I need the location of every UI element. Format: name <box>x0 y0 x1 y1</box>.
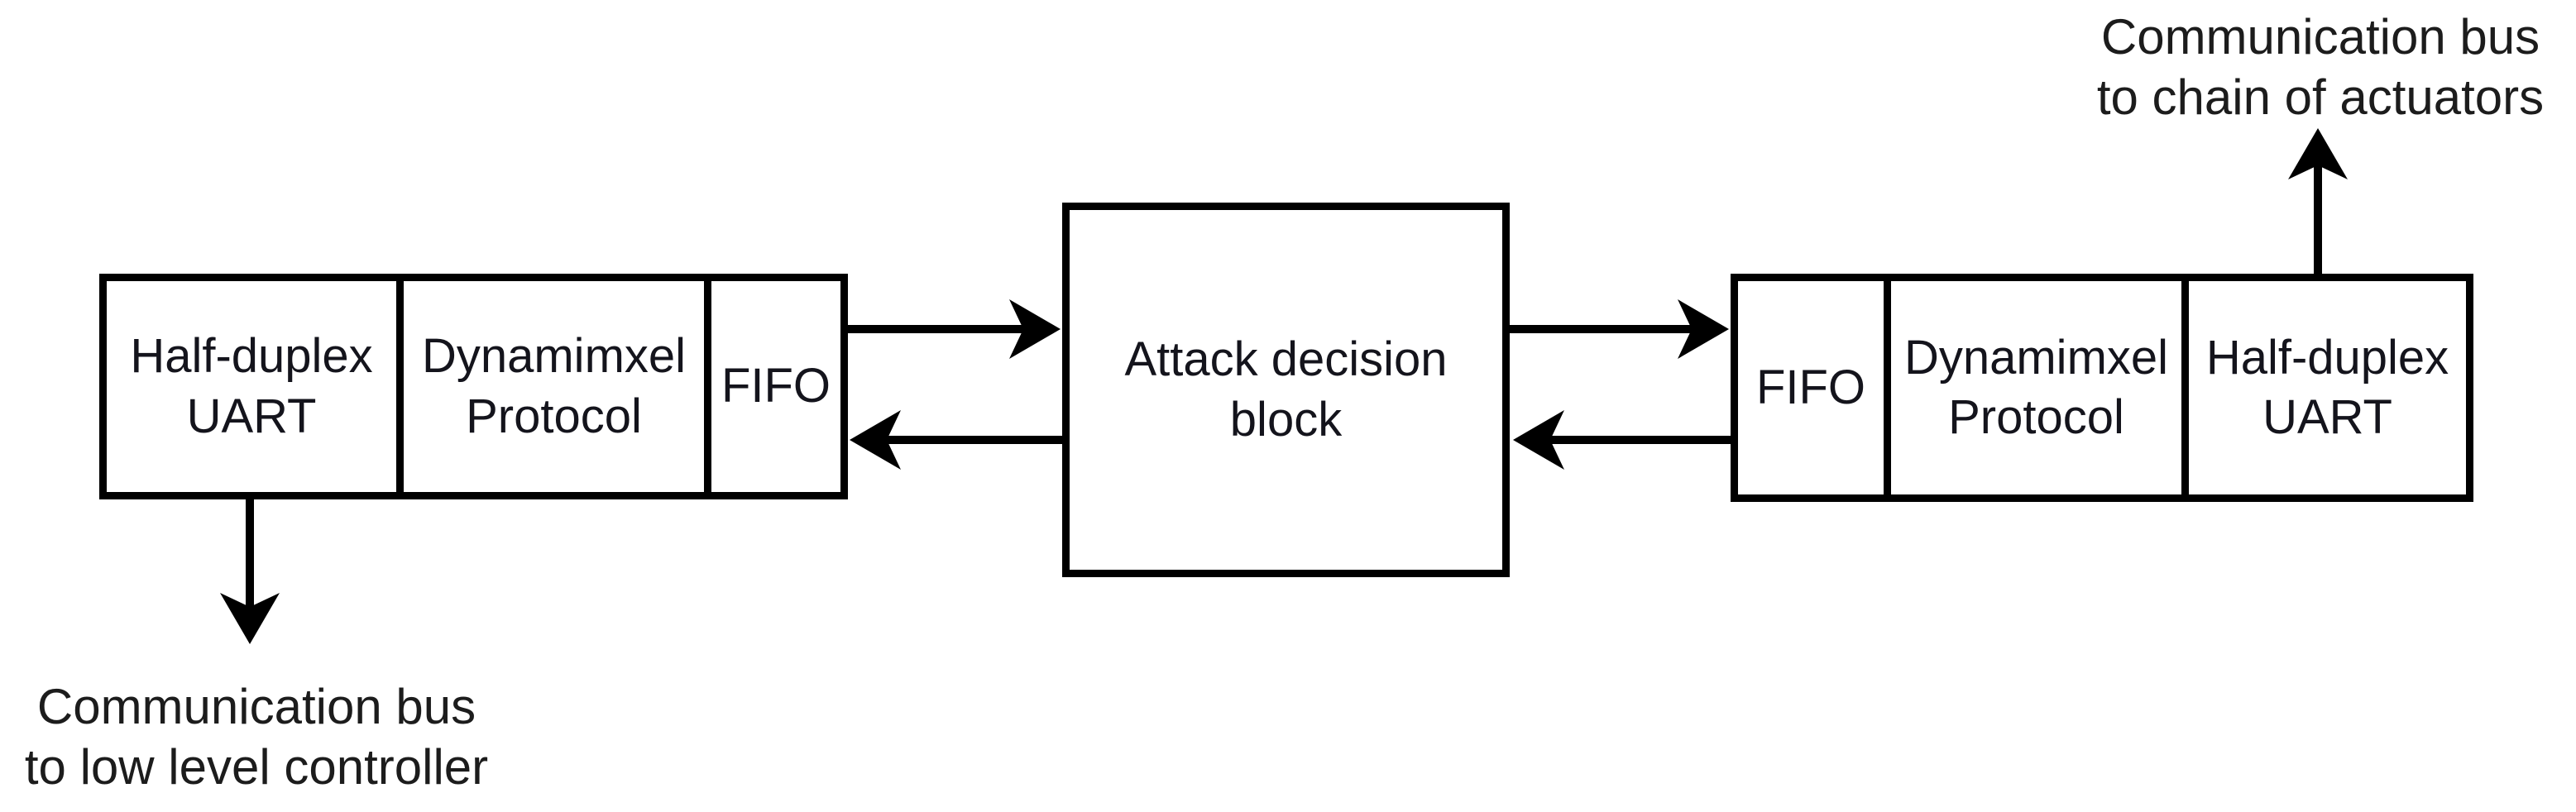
arrow-down-to-low-level-bus <box>220 496 280 644</box>
left-pipeline-group: Half-duplex UART Dynamimxel Protocol FIF… <box>99 274 848 499</box>
block-right-dynamimxel-protocol: Dynamimxel Protocol <box>1884 281 2181 494</box>
arrow-center-to-right <box>1510 299 1729 359</box>
block-left-dynamimxel-protocol-label: Dynamimxel Protocol <box>421 329 687 443</box>
block-left-fifo: FIFO <box>704 281 840 492</box>
block-left-half-duplex-uart-label: Half-duplex UART <box>130 329 373 443</box>
label-communication-bus-chain-of-actuators: Communication bus to chain of actuators <box>2096 9 2545 126</box>
block-right-half-duplex-uart: Half-duplex UART <box>2181 281 2466 494</box>
block-left-fifo-label: FIFO <box>721 359 831 413</box>
arrow-right-to-center <box>1513 410 1731 470</box>
block-left-dynamimxel-protocol: Dynamimxel Protocol <box>396 281 704 492</box>
block-left-half-duplex-uart: Half-duplex UART <box>107 281 396 492</box>
block-attack-decision: Attack decision block <box>1062 203 1510 577</box>
block-attack-decision-label: Attack decision block <box>1124 332 1448 447</box>
block-right-fifo-label: FIFO <box>1755 360 1866 414</box>
label-communication-bus-low-level-controller: Communication bus to low level controlle… <box>24 679 489 795</box>
arrow-left-to-center <box>848 299 1061 359</box>
block-right-half-duplex-uart-label: Half-duplex UART <box>2205 330 2449 445</box>
block-right-fifo: FIFO <box>1738 281 1884 494</box>
right-pipeline-group: FIFO Dynamimxel Protocol Half-duplex UAR… <box>1731 274 2473 502</box>
arrow-up-to-actuator-bus <box>2288 128 2348 275</box>
block-right-dynamimxel-protocol-label: Dynamimxel Protocol <box>1903 330 2169 445</box>
arrow-center-to-left <box>850 410 1062 470</box>
